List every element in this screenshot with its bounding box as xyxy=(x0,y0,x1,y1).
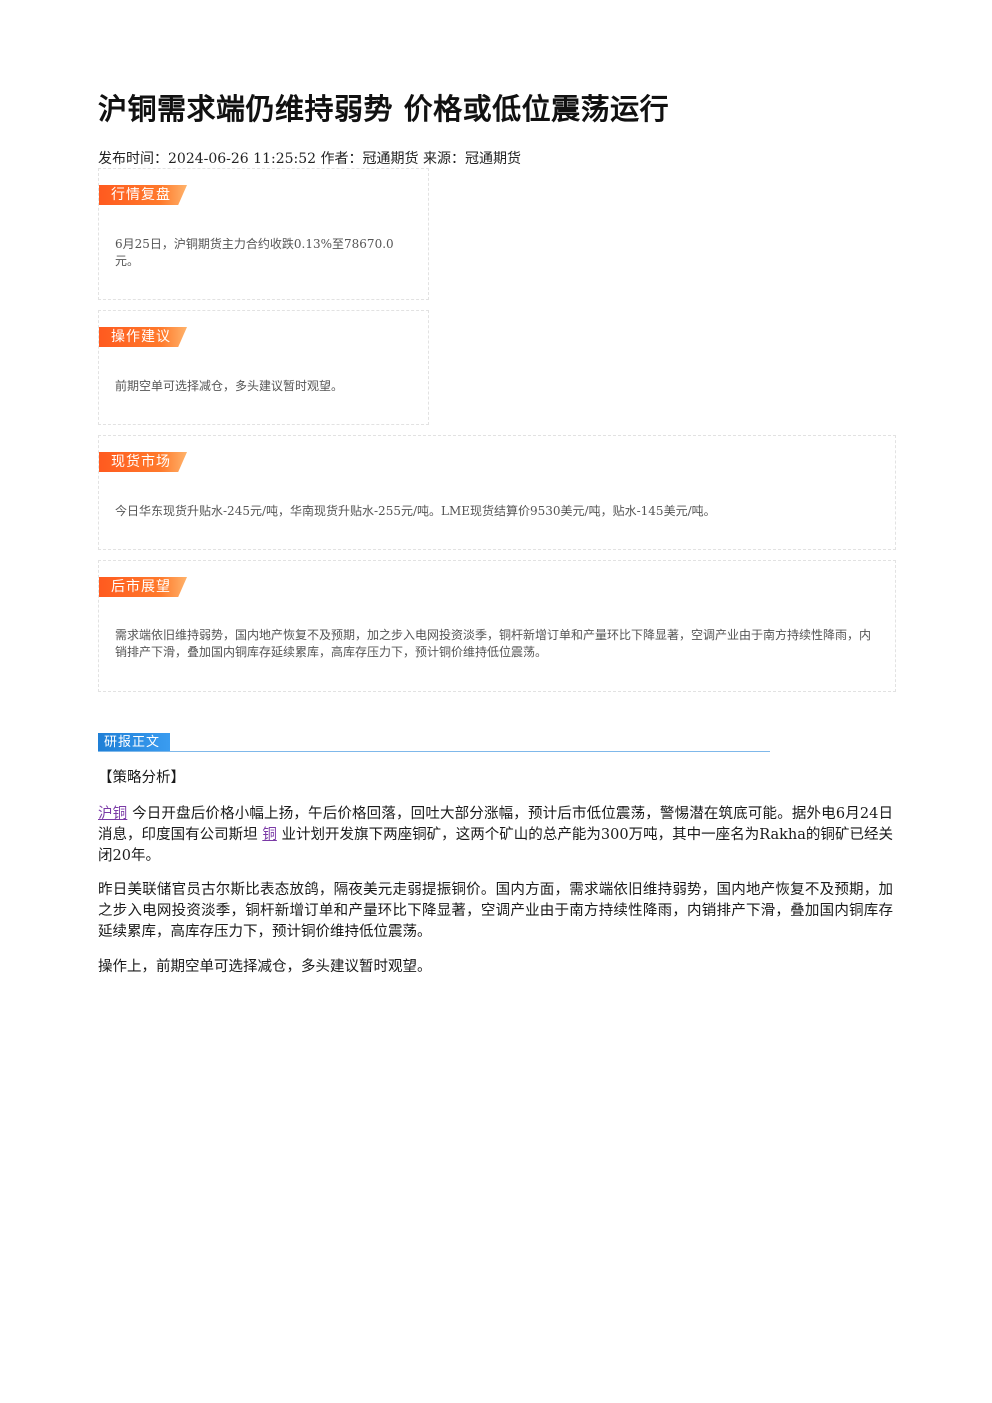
market-review-box: 行情复盘 6月25日，沪铜期货主力合约收跌0.13%至78670.0元。 xyxy=(98,168,429,300)
research-paragraph-1: 沪铜 今日开盘后价格小幅上扬，午后价格回落，回吐大部分涨幅，预计后市低位震荡，警… xyxy=(98,804,893,867)
spot-market-tag: 现货市场 xyxy=(99,452,187,472)
article-meta: 发布时间：2024-06-26 11:25:52 作者：冠通期货 来源：冠通期货 xyxy=(98,148,521,168)
research-divider xyxy=(98,751,770,752)
article-title: 沪铜需求端仍维持弱势 价格或低位震荡运行 xyxy=(98,92,670,126)
author-name: 冠通期货 xyxy=(362,151,419,167)
research-header: 研报正文 xyxy=(98,733,770,753)
copper-industry-link[interactable]: 铜 xyxy=(262,827,277,843)
author-label: 作者： xyxy=(320,151,363,167)
spot-market-box: 现货市场 今日华东现货升贴水-245元/吨，华南现货升贴水-255元/吨。LME… xyxy=(98,435,896,550)
research-tag: 研报正文 xyxy=(98,733,170,752)
operation-advice-text: 前期空单可选择减仓，多头建议暂时观望。 xyxy=(115,379,344,393)
paragraph-1-part-2: 业计划开发旗下两座铜矿，这两个矿山的总产能为300万吨，其中一座名为Rakha的… xyxy=(98,827,894,864)
outlook-tag: 后市展望 xyxy=(99,577,187,597)
publish-label: 发布时间： xyxy=(98,151,168,167)
paragraph-1-part-1: 今日开盘后价格小幅上扬，午后价格回落，回吐大部分涨幅，预计后市低位震荡，警惕潜在… xyxy=(98,806,894,843)
operation-advice-tag: 操作建议 xyxy=(99,327,187,347)
market-review-tag: 行情复盘 xyxy=(99,185,187,205)
strategy-heading: 【策略分析】 xyxy=(98,770,185,786)
operation-advice-box: 操作建议 前期空单可选择减仓，多头建议暂时观望。 xyxy=(98,310,429,425)
outlook-text: 需求端依旧维持弱势，国内地产恢复不及预期，加之步入电网投资淡季，铜杆新增订单和产… xyxy=(115,628,872,659)
spot-market-text: 今日华东现货升贴水-245元/吨，华南现货升贴水-255元/吨。LME现货结算价… xyxy=(115,504,716,518)
outlook-box: 后市展望 需求端依旧维持弱势，国内地产恢复不及预期，加之步入电网投资淡季，铜杆新… xyxy=(98,560,896,692)
copper-futures-link[interactable]: 沪铜 xyxy=(98,806,128,822)
source-name: 冠通期货 xyxy=(464,151,521,167)
market-review-text: 6月25日，沪铜期货主力合约收跌0.13%至78670.0元。 xyxy=(115,237,394,268)
publish-time: 2024-06-26 11:25:52 xyxy=(168,151,317,167)
research-paragraph-3: 操作上，前期空单可选择减仓，多头建议暂时观望。 xyxy=(98,959,432,975)
research-paragraph-2: 昨日美联储官员古尔斯比表态放鸽，隔夜美元走弱提振铜价。国内方面，需求端依旧维持弱… xyxy=(98,882,893,940)
source-label: 来源： xyxy=(422,151,465,167)
